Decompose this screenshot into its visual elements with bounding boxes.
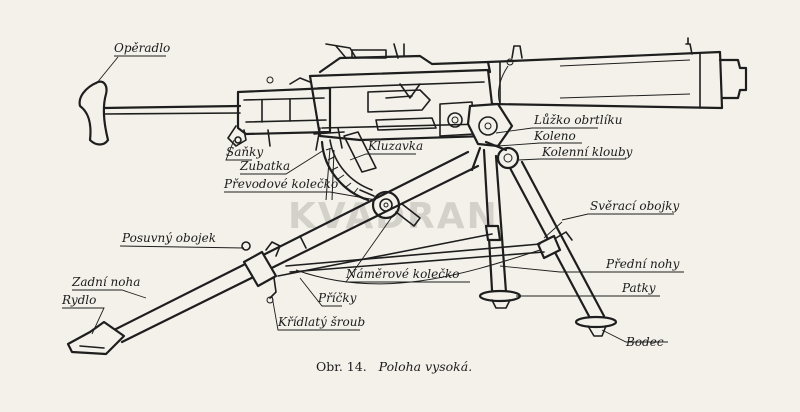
label-kluzavka: Kluzavka bbox=[367, 139, 423, 153]
label-koleno: Koleno bbox=[533, 129, 576, 143]
label-lizko-obrtliku: Lůžko obrtlíku bbox=[533, 112, 622, 127]
leader-lines bbox=[62, 55, 684, 343]
label-patky: Patky bbox=[621, 281, 656, 295]
label-pricky: Příčky bbox=[317, 291, 357, 305]
caption-prefix: Obr. 14. bbox=[316, 359, 367, 374]
label-prevodove-kolecko: Převodové kolečko bbox=[223, 177, 338, 191]
caption: Obr. 14. Poloha vysoká. bbox=[316, 359, 472, 374]
labels: Opěradlo Lůžko obrtlíku Koleno Kolenní k… bbox=[61, 41, 680, 349]
label-rydlo: Rydlo bbox=[61, 293, 96, 307]
tripod bbox=[66, 140, 618, 356]
label-namerove-kolecko: Náměrové kolečko bbox=[345, 267, 459, 281]
label-zadni-noha: Zadní noha bbox=[71, 275, 140, 289]
label-kridlaty-sroub: Křídlatý šroub bbox=[277, 315, 365, 329]
gun-body bbox=[78, 37, 748, 147]
label-bodec: Bodec bbox=[625, 335, 664, 349]
label-sanky: Saňky bbox=[226, 145, 263, 159]
label-predni-nohy: Přední nohy bbox=[605, 257, 680, 271]
caption-title: Poloha vysoká. bbox=[378, 359, 473, 374]
butt-pad bbox=[78, 80, 110, 146]
label-zubatka: Zubatka bbox=[239, 159, 290, 173]
label-kolenni-klouby: Kolenní klouby bbox=[541, 145, 633, 159]
label-sveraci-obojky: Svěrací obojky bbox=[590, 199, 679, 213]
label-operadlo: Opěradlo bbox=[114, 41, 170, 55]
label-posuvny-obojek: Posuvný obojek bbox=[121, 231, 216, 245]
